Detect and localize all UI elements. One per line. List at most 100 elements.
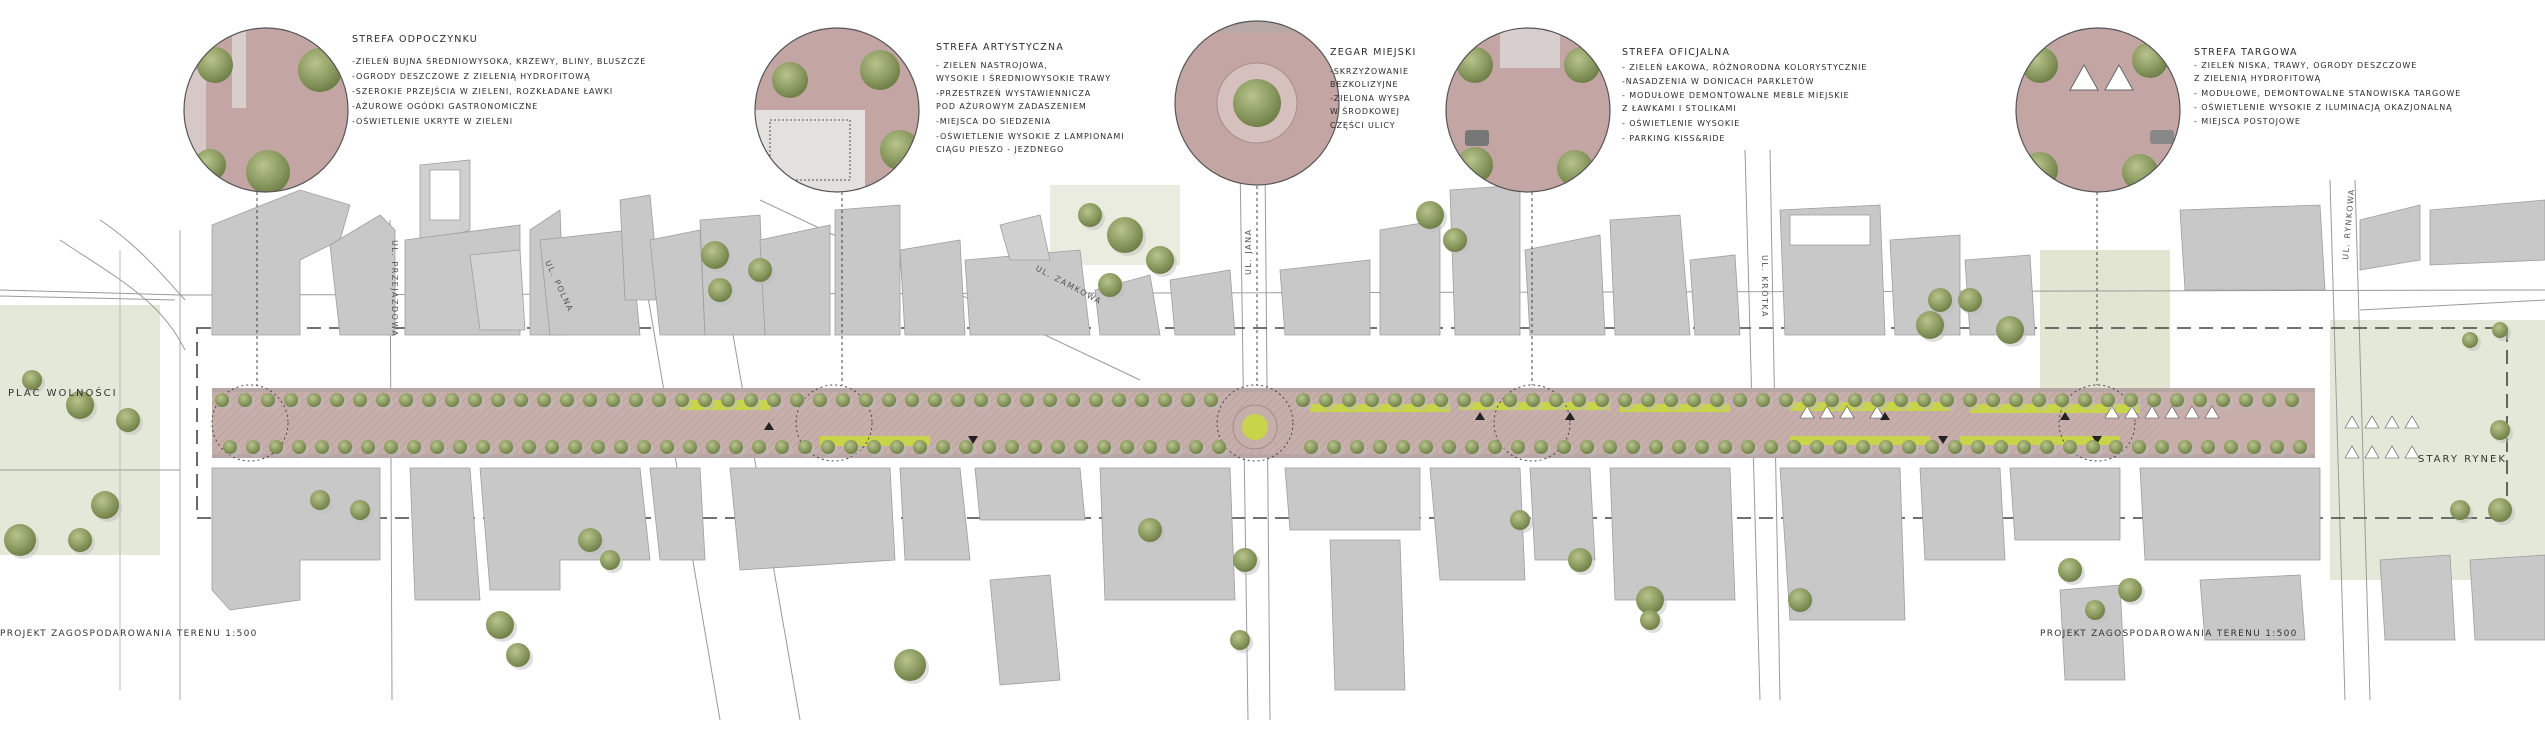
tree	[1557, 440, 1571, 454]
tree	[2086, 440, 2100, 454]
tree	[1787, 440, 1801, 454]
tree	[1779, 393, 1793, 407]
tree	[1879, 440, 1893, 454]
tree	[2450, 500, 2470, 520]
tree	[1465, 440, 1479, 454]
tree	[1928, 288, 1952, 312]
tree	[1572, 393, 1586, 407]
tree	[1511, 440, 1525, 454]
zone-item: CIĄGU PIESZO - JEZDNEGO	[936, 145, 1064, 154]
tree	[1442, 440, 1456, 454]
tree	[22, 370, 42, 390]
tree	[2488, 498, 2512, 522]
zone-title: STREFA TARGOWA	[2194, 47, 2298, 58]
zone-item: - ZIELEŃ ŁAKOWA, RÓŻNORODNA KOLORYSTYCZN…	[1622, 61, 1867, 72]
zone-title: ZEGAR MIEJSKI	[1330, 47, 1416, 58]
tree	[1342, 393, 1356, 407]
tree	[894, 649, 926, 681]
tree	[2055, 393, 2069, 407]
tree	[706, 440, 720, 454]
tree	[1296, 393, 1310, 407]
tree	[1718, 440, 1732, 454]
tree	[430, 440, 444, 454]
tree	[246, 440, 260, 454]
tree	[1640, 610, 1660, 630]
tree	[315, 440, 329, 454]
tree	[1396, 440, 1410, 454]
tree	[844, 440, 858, 454]
tree	[1810, 440, 1824, 454]
tree	[1618, 393, 1632, 407]
tree	[1636, 586, 1664, 614]
tree	[1181, 393, 1195, 407]
tree	[338, 440, 352, 454]
zone-text-targowa: STREFA TARGOWA - ZIELEŃ NISKA, TRAWY, OG…	[2194, 47, 2460, 126]
tree	[982, 440, 996, 454]
tree	[836, 393, 850, 407]
tree	[974, 393, 988, 407]
zone-item: CZĘŚCI ULICY	[1330, 119, 1396, 130]
tree	[2193, 393, 2207, 407]
tree	[453, 440, 467, 454]
zone-title: STREFA OFICJALNA	[1622, 47, 1730, 58]
tree	[997, 393, 1011, 407]
tree	[2492, 322, 2508, 338]
tree	[1319, 393, 1333, 407]
tree	[1212, 440, 1226, 454]
tree	[1503, 393, 1517, 407]
place-label-stary-rynek: STARY RYNEK	[2418, 454, 2507, 465]
tree	[91, 491, 119, 519]
zone-item: - PARKING KISS&RIDE	[1622, 134, 1725, 143]
tree	[1138, 518, 1162, 542]
zone-item: W ŚRODKOWEJ	[1330, 105, 1400, 116]
tree	[1388, 393, 1402, 407]
tree	[729, 440, 743, 454]
trees	[4, 201, 2515, 684]
tree	[1788, 588, 1812, 612]
tree	[537, 393, 551, 407]
tree	[1120, 440, 1134, 454]
tree	[2009, 393, 2023, 407]
zone-item: BEZKOLIZYJNE	[1330, 80, 1399, 89]
tree	[1089, 393, 1103, 407]
tree	[2063, 440, 2077, 454]
tree	[1958, 288, 1982, 312]
zone-item: -ZIELONA WYSPA	[1330, 94, 1411, 103]
tree	[1916, 311, 1944, 339]
zone-item: - OŚWIETLENIE WYSOKIE	[1622, 117, 1740, 128]
tree	[890, 440, 904, 454]
tree	[2040, 440, 2054, 454]
tree	[1074, 440, 1088, 454]
tree	[2155, 440, 2169, 454]
tree	[1107, 217, 1143, 253]
tree	[560, 393, 574, 407]
tree	[269, 440, 283, 454]
tree	[1741, 440, 1755, 454]
tree	[2239, 393, 2253, 407]
tree	[578, 528, 602, 552]
tree	[116, 408, 140, 432]
tree	[928, 393, 942, 407]
tree	[1411, 393, 1425, 407]
tree	[292, 440, 306, 454]
tree	[1434, 393, 1448, 407]
tree	[1971, 440, 1985, 454]
tree	[1986, 393, 2000, 407]
tree	[445, 393, 459, 407]
tree	[66, 391, 94, 419]
tree	[215, 393, 229, 407]
tree	[1833, 440, 1847, 454]
tree	[2462, 332, 2478, 348]
tree	[1894, 393, 1908, 407]
detail-circle-artystyczna	[755, 28, 919, 192]
tree	[652, 393, 666, 407]
tree	[1925, 440, 1939, 454]
zone-item: - ZIELEŃ NISKA, TRAWY, OGRODY DESZCZOWE	[2194, 59, 2417, 70]
tree	[2085, 600, 2105, 620]
tree	[614, 440, 628, 454]
tree	[407, 440, 421, 454]
tree	[1595, 393, 1609, 407]
zone-item: - MODUŁOWE DEMONTOWALNE MEBLE MIEJSKIE	[1622, 91, 1850, 100]
tree	[1327, 440, 1341, 454]
tree	[1764, 440, 1778, 454]
